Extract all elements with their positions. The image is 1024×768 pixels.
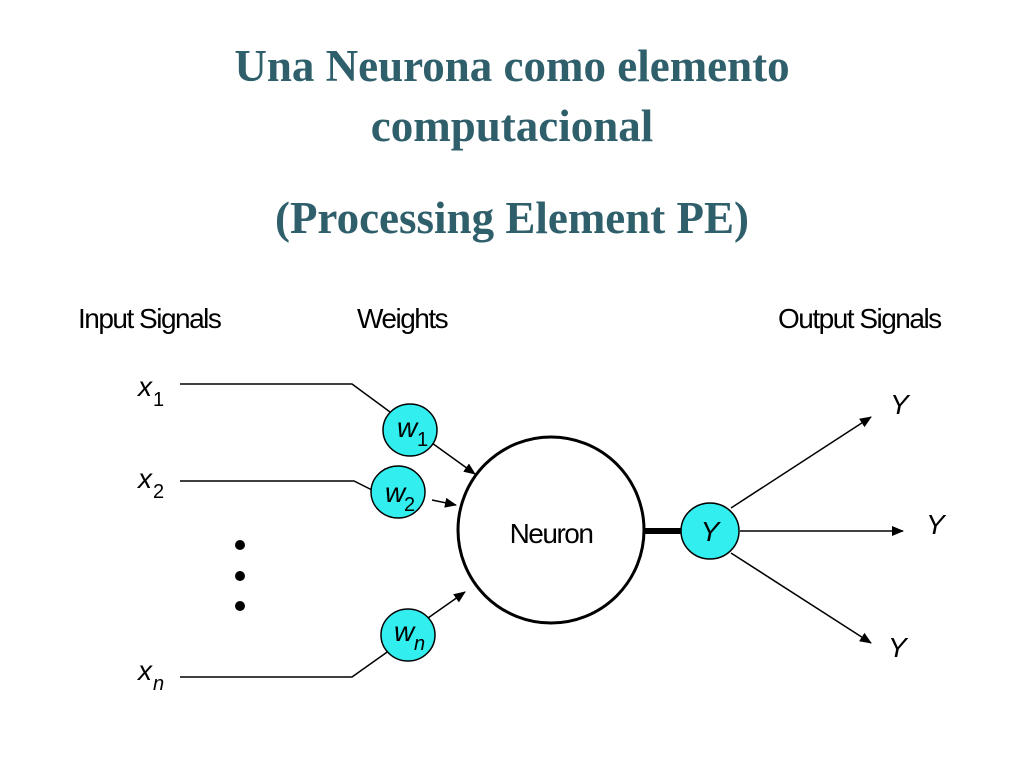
svg-text:n: n [153,673,164,695]
weight-node-n: w n [380,608,436,662]
output-arrow-top [730,416,872,509]
header-input-signals: Input Signals [78,303,221,334]
input-wire-2 [180,480,373,491]
header-weights: Weights [357,303,448,334]
weight-arrow-n [427,591,466,619]
weight-node-2: w 2 [370,465,426,519]
ellipsis-dot [235,601,245,611]
svg-text:Y: Y [701,516,722,547]
input-label-2: x 2 [136,463,164,503]
weight-arrow-1 [431,442,476,475]
ellipsis-dot [235,571,245,581]
title-line-1: Una Neurona como elemento [234,41,790,91]
output-label-middle: Y [926,509,947,540]
output-label-top: Y [890,389,911,420]
header-output-signals: Output Signals [778,303,941,334]
svg-text:n: n [414,633,425,655]
title-subtitle: (Processing Element PE) [274,193,750,243]
svg-text:x: x [136,655,153,686]
svg-text:1: 1 [153,389,164,411]
svg-text:w: w [397,412,419,443]
weight-node-1: w 1 [382,403,438,457]
input-wire-n [180,649,391,678]
svg-text:x: x [136,371,153,402]
input-label-1: x 1 [136,371,164,411]
svg-text:w: w [394,616,416,647]
input-wire-1 [180,383,391,413]
svg-text:1: 1 [417,429,428,451]
title-line-2: computacional [370,101,654,151]
svg-text:w: w [385,477,407,508]
input-label-n: x n [136,655,164,695]
svg-text:x: x [136,463,153,494]
svg-text:2: 2 [404,494,415,516]
ellipsis-dot [235,540,245,550]
output-label-bottom: Y [888,632,909,663]
weight-arrow-2 [431,497,457,508]
output-node: Y [680,502,740,560]
output-arrow-bottom [730,552,872,644]
neuron-label: Neuron [510,518,593,549]
svg-text:2: 2 [153,481,164,503]
